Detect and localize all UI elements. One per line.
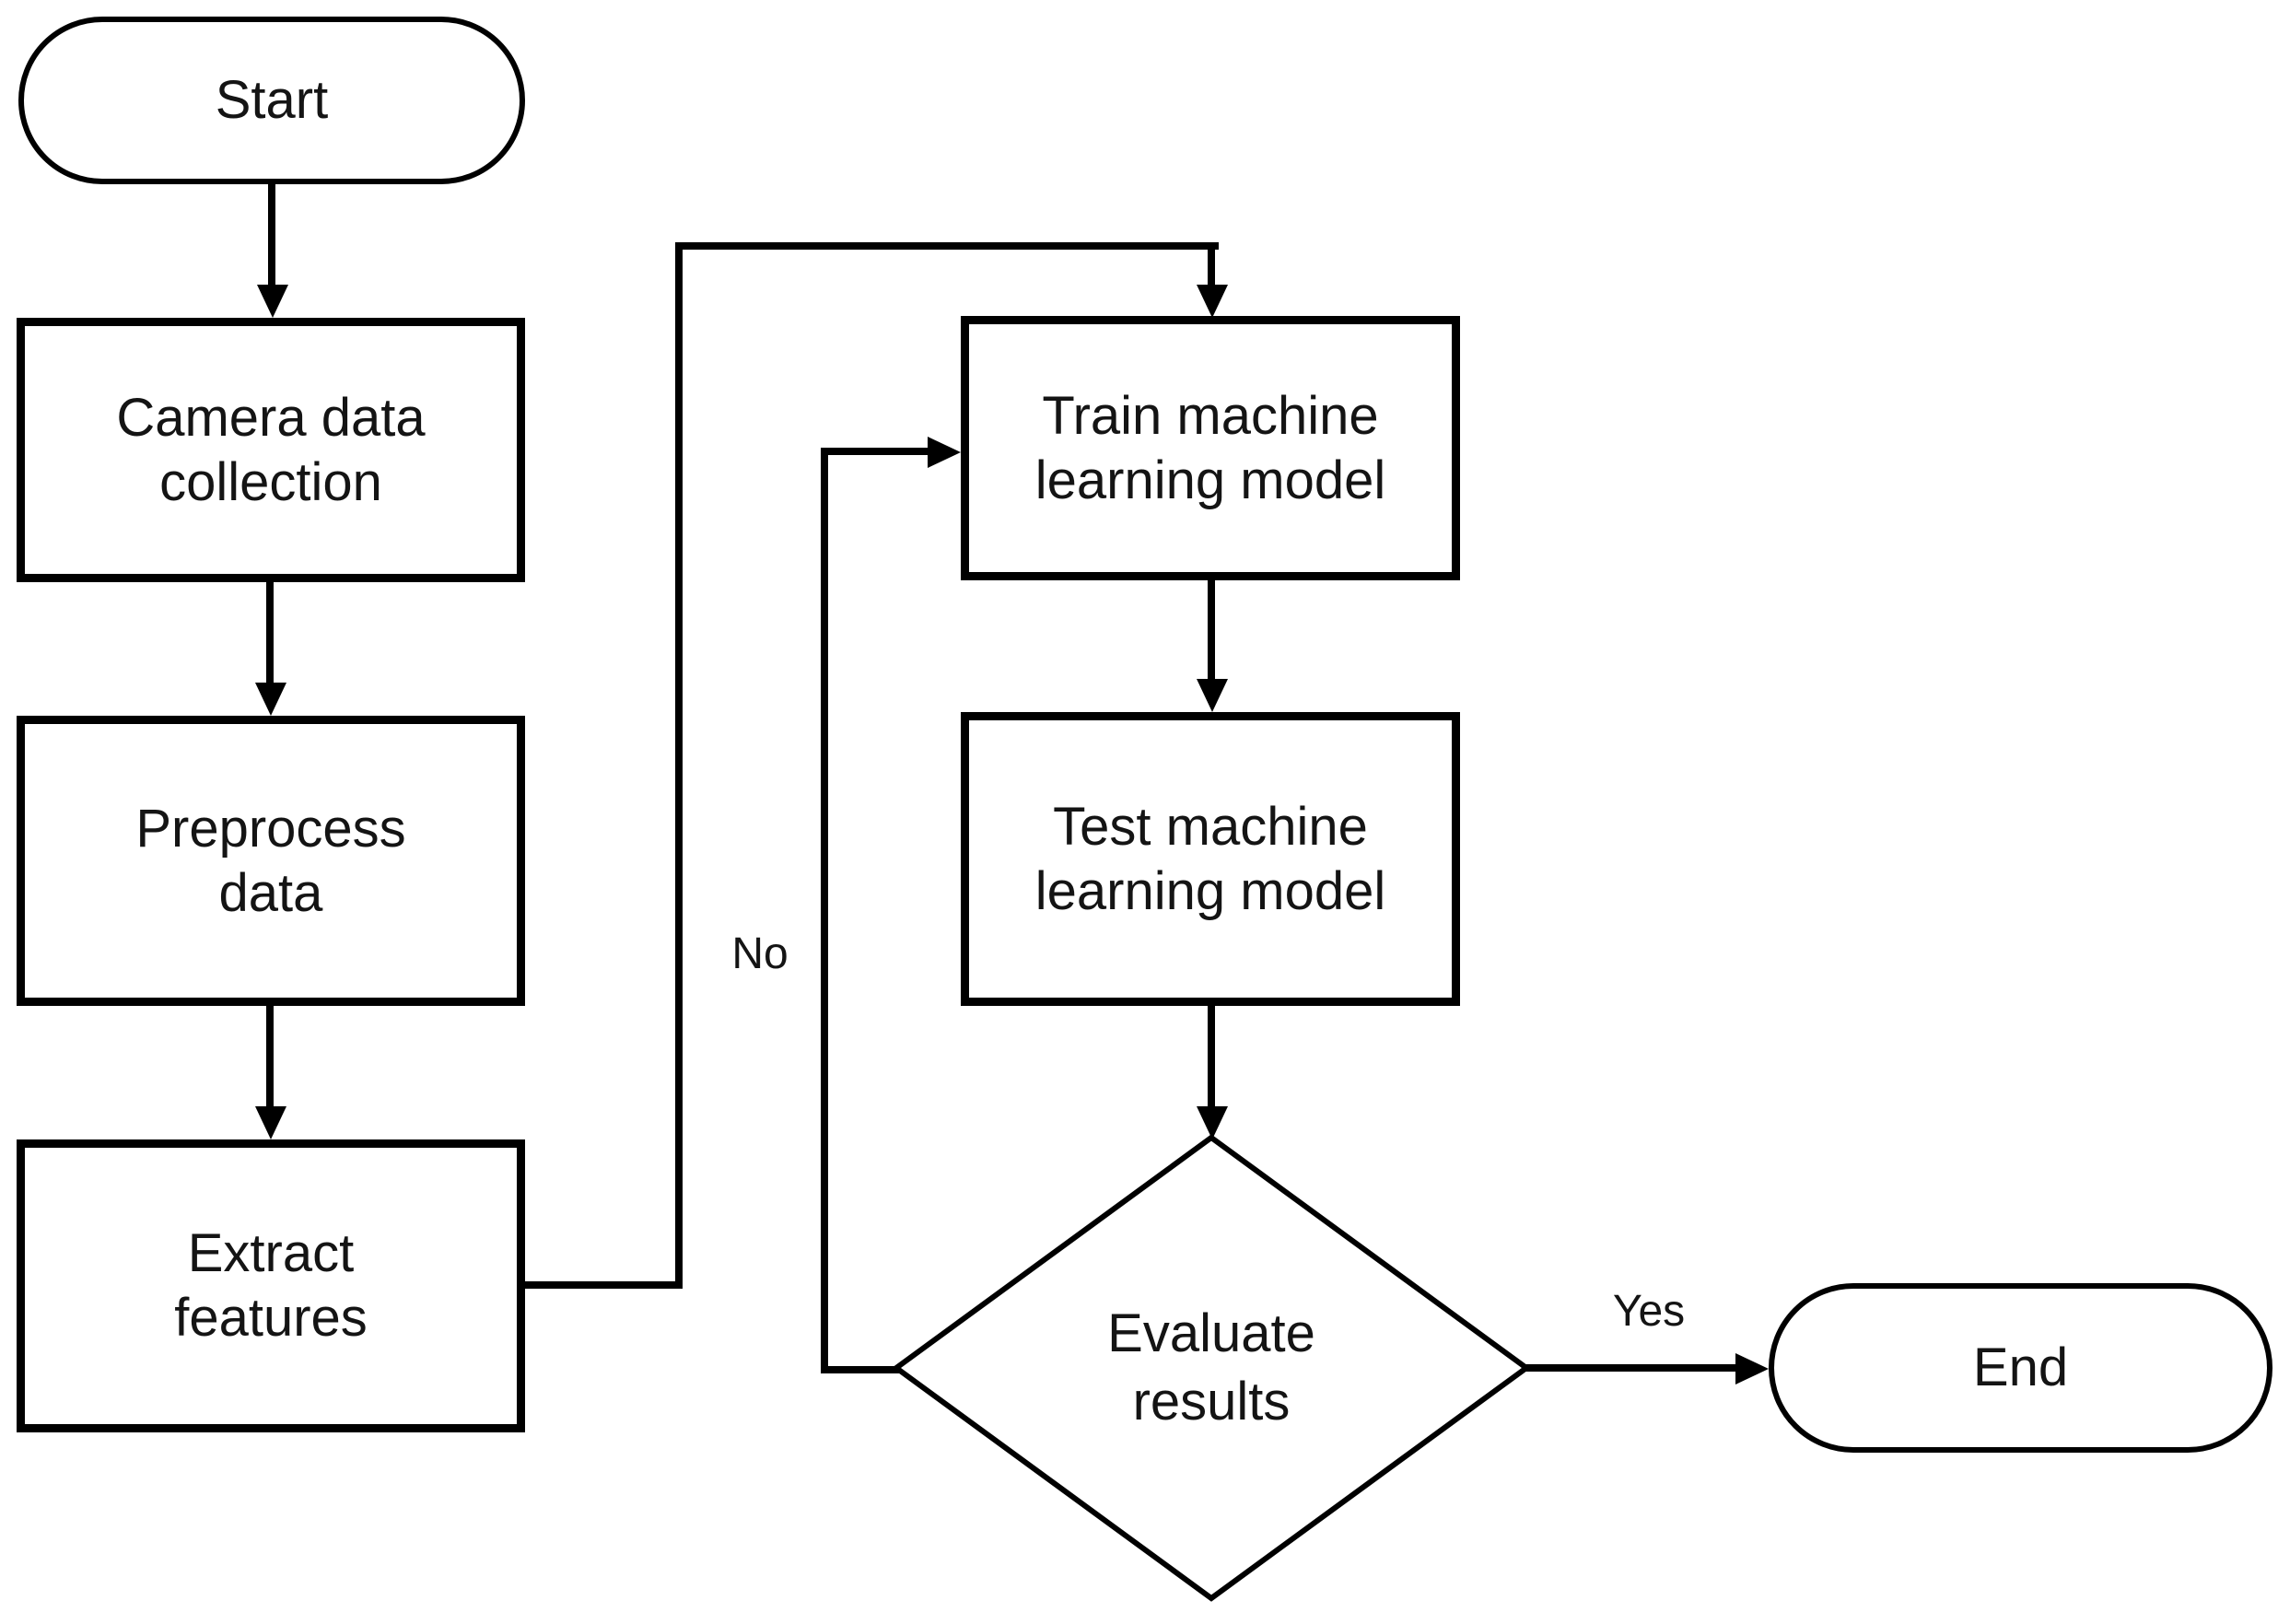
arrowhead-down-icon: [1197, 1106, 1228, 1139]
evaluate-label-line2: results: [1132, 1372, 1291, 1431]
arrowhead-down-icon: [257, 285, 288, 318]
end-label: End: [1972, 1338, 2069, 1398]
preprocess-label: Preprocess data: [135, 797, 405, 925]
arrowhead-down-icon: [1197, 285, 1228, 318]
edge-test-to-evaluate: [1208, 1004, 1215, 1109]
arrowhead-down-icon: [255, 1106, 286, 1139]
train-label-line1: Train machine: [1042, 385, 1379, 446]
evaluate-label: Evaluate results: [893, 1134, 1530, 1602]
arrowhead-down-icon: [255, 683, 286, 716]
test-model-process: Test machine learning model: [961, 712, 1460, 1006]
edge-evaluate-to-train-segment-3: [821, 448, 929, 455]
test-label-line2: learning model: [1034, 860, 1386, 921]
test-label: Test machine learning model: [1035, 795, 1385, 923]
edge-preprocess-to-extract: [266, 1004, 274, 1109]
camera-label-line2: collection: [159, 451, 382, 512]
edge-evaluate-to-end: [1523, 1364, 1737, 1372]
start-label: Start: [215, 70, 329, 131]
evaluate-label-line1: Evaluate: [1107, 1303, 1315, 1363]
train-model-process: Train machine learning model: [961, 316, 1460, 580]
extract-label: Extract features: [174, 1221, 368, 1349]
preprocess-data-process: Preprocess data: [17, 716, 525, 1006]
extract-label-line2: features: [174, 1288, 368, 1348]
train-label: Train machine learning model: [1035, 384, 1385, 512]
edge-extract-to-train-segment-1: [520, 1281, 683, 1289]
extract-features-process: Extract features: [17, 1139, 525, 1432]
train-label-line2: learning model: [1034, 450, 1386, 510]
preprocess-label-line2: data: [218, 862, 323, 923]
extract-label-line1: Extract: [187, 1223, 355, 1284]
edge-camera-to-preprocess: [266, 580, 274, 685]
start-terminator: Start: [18, 17, 525, 184]
edge-evaluate-to-train-segment-1: [821, 1366, 900, 1373]
decision-diamond-shape: [893, 1134, 1530, 1602]
preprocess-label-line1: Preprocess: [135, 798, 406, 859]
edge-start-to-camera: [268, 182, 275, 287]
arrowhead-down-icon: [1197, 679, 1228, 712]
test-label-line1: Test machine: [1053, 796, 1368, 857]
camera-label: Camera data collection: [116, 386, 425, 514]
evaluate-results-decision: Evaluate results: [893, 1134, 1530, 1602]
camera-data-collection-process: Camera data collection: [17, 318, 525, 582]
camera-label-line1: Camera data: [116, 387, 426, 448]
end-terminator: End: [1769, 1283, 2272, 1453]
edge-extract-to-train-segment-2: [675, 242, 683, 1289]
edge-extract-to-train-segment-4: [1208, 242, 1215, 290]
edge-extract-to-train-segment-3: [675, 242, 1219, 250]
yes-edge-label: Yes: [1612, 1287, 1686, 1336]
no-edge-label: No: [731, 929, 789, 978]
edge-train-to-test: [1208, 578, 1215, 682]
edge-evaluate-to-train-segment-2: [821, 448, 828, 1372]
arrowhead-right-icon: [1735, 1353, 1769, 1384]
arrowhead-right-icon: [928, 437, 961, 468]
